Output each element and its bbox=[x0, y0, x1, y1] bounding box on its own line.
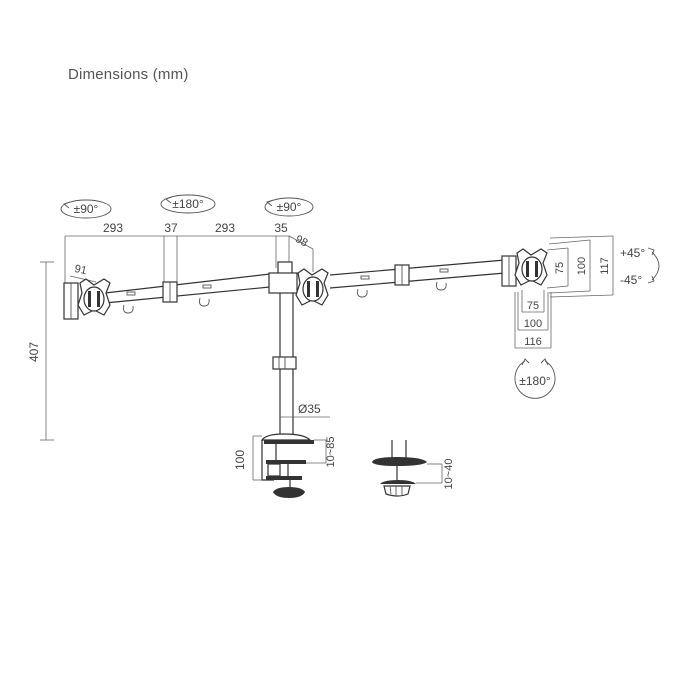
diagram-title: Dimensions (mm) bbox=[68, 66, 189, 83]
vesa-vertical-dimensions: 75 100 117 bbox=[546, 235, 614, 298]
svg-text:75: 75 bbox=[527, 300, 539, 312]
left-vesa-plate bbox=[63, 278, 111, 320]
height-dimension: 407 bbox=[27, 261, 54, 441]
svg-text:407: 407 bbox=[27, 342, 41, 362]
svg-text:±180°: ±180° bbox=[519, 374, 551, 388]
svg-text:293: 293 bbox=[215, 221, 235, 235]
svg-text:±180°: ±180° bbox=[172, 197, 204, 211]
left-plate-dimension: 91 bbox=[69, 263, 97, 283]
pole: Ø35 bbox=[272, 293, 330, 437]
tilt-indicator: +45° -45° bbox=[620, 246, 660, 287]
top-dimension-line: 293 37 293 35 98 bbox=[64, 221, 314, 290]
svg-text:98: 98 bbox=[293, 233, 309, 249]
right-arm bbox=[329, 259, 506, 298]
right-vesa-plate bbox=[501, 248, 548, 287]
svg-text:Ø35: Ø35 bbox=[298, 402, 321, 416]
svg-text:293: 293 bbox=[103, 221, 123, 235]
svg-text:35: 35 bbox=[274, 221, 288, 235]
svg-text:+45°: +45° bbox=[620, 246, 645, 260]
svg-text:37: 37 bbox=[164, 221, 178, 235]
grommet-mount: 10~40 bbox=[372, 440, 455, 497]
vesa-horizontal-dimensions: 75 100 116 bbox=[514, 290, 552, 349]
rotation-badge-right-swivel: ±180° bbox=[514, 358, 556, 399]
svg-text:10~85: 10~85 bbox=[325, 437, 337, 468]
rotation-badge-left-head: ±90° bbox=[60, 199, 112, 219]
rotation-badge-center-head: ±90° bbox=[264, 197, 314, 217]
svg-text:±90°: ±90° bbox=[277, 200, 302, 214]
svg-text:75: 75 bbox=[554, 262, 566, 274]
svg-text:117: 117 bbox=[599, 257, 611, 275]
c-clamp: 100 10~85 bbox=[233, 433, 337, 498]
svg-text:100: 100 bbox=[576, 257, 588, 275]
left-arm bbox=[104, 273, 271, 314]
svg-text:116: 116 bbox=[524, 336, 542, 348]
svg-text:100: 100 bbox=[524, 318, 542, 330]
center-vesa-plate bbox=[268, 261, 329, 306]
svg-text:±90°: ±90° bbox=[74, 202, 99, 216]
svg-text:91: 91 bbox=[73, 263, 87, 277]
svg-text:10~40: 10~40 bbox=[443, 459, 455, 490]
svg-text:-45°: -45° bbox=[620, 273, 642, 287]
svg-text:100: 100 bbox=[233, 450, 247, 470]
rotation-badge-middle-joint: ±180° bbox=[160, 194, 216, 214]
